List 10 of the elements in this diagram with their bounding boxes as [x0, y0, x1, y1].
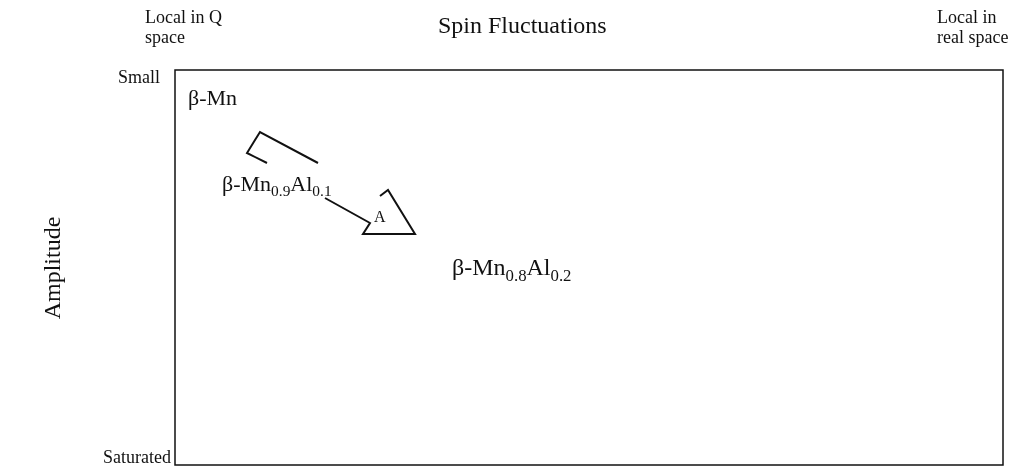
data-label: β-Mn$_{0.8}$Al$_{0.2}$: [452, 254, 572, 286]
axis-title: Amplitude: [38, 216, 66, 320]
axis-end-label: Local in Q space: [145, 8, 223, 48]
axis-end-label: Small: [118, 68, 160, 88]
arrow-label: A: [374, 208, 386, 226]
axis-end-label: Local in real space: [937, 8, 1010, 48]
data-label: β-Mn$_{0.9}$Al$_{0.1}$: [222, 172, 332, 201]
axis-title: Spin Fluctuations: [438, 12, 607, 39]
data-label: β-Mn: [188, 86, 238, 111]
axis-end-label: Saturated: [103, 448, 171, 468]
